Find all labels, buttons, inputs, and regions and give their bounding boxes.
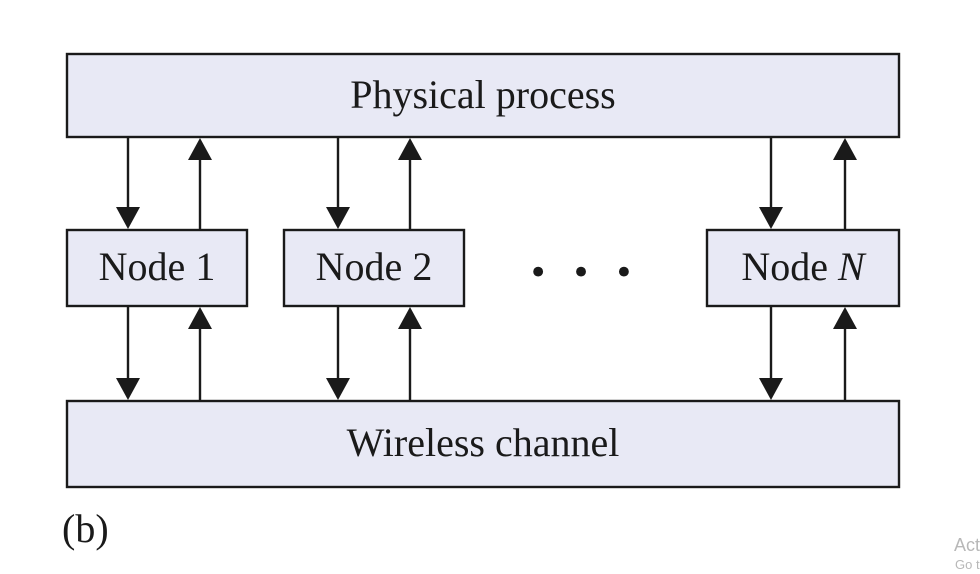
arrow-node-2-to-process [398,138,422,229]
arrow-channel-to-node-n-head [833,307,857,329]
arrow-channel-to-node-2 [398,307,422,400]
arrow-process-to-node-2 [326,138,350,229]
arrow-node-n-to-process [833,138,857,229]
wireless-channel-box [65,399,901,489]
node-2-label: Node 2 [316,244,433,289]
arrow-process-to-node-n-head [759,207,783,229]
arrow-channel-to-node-2-head [398,307,422,329]
arrow-process-to-node-1 [116,138,140,229]
arrow-channel-to-node-n [833,307,857,400]
physical-process-box [65,52,901,139]
arrow-node-2-to-channel [326,307,350,400]
arrow-node-n-to-channel-head [759,378,783,400]
arrow-process-to-node-1-head [116,207,140,229]
wireless-channel-label: Wireless channel [347,420,620,465]
node-1-label: Node 1 [99,244,216,289]
figure-caption: (b) [62,506,109,551]
watermark-line-1: Act [954,535,980,555]
arrow-node-2-to-process-head [398,138,422,160]
arrows-group [116,138,857,400]
node-n-label-var: N [837,244,867,289]
physical-process-label: Physical process [350,72,616,117]
arrow-process-to-node-2-head [326,207,350,229]
arrow-node-1-to-channel [116,307,140,400]
arrow-node-1-to-process-head [188,138,212,160]
arrow-process-to-node-n [759,138,783,229]
node-n-label: Node N [741,244,867,289]
node-n-box [705,228,901,308]
watermark-line-2: Go t [955,557,980,572]
arrow-node-2-to-channel-head [326,378,350,400]
arrow-channel-to-node-1-head [188,307,212,329]
arrow-channel-to-node-1 [188,307,212,400]
arrow-node-1-to-channel-head [116,378,140,400]
arrow-node-1-to-process [188,138,212,229]
arrow-node-n-to-channel [759,307,783,400]
node-n-label-prefix: Node [741,244,838,289]
ellipsis-dots: • • • [528,253,640,293]
arrow-node-n-to-process-head [833,138,857,160]
node-2-box [282,228,466,308]
node-1-box [65,228,249,308]
